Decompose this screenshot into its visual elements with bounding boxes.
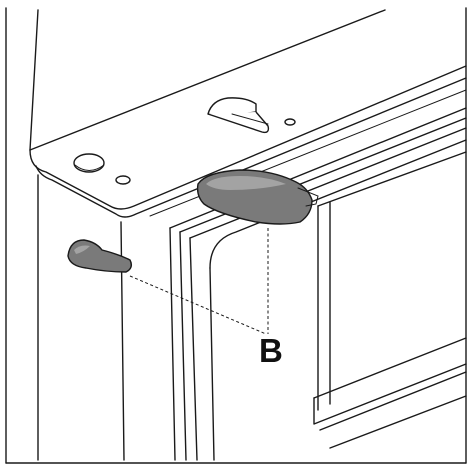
door-frame	[169, 107, 467, 461]
clip-part-large	[196, 169, 319, 225]
top-screw-small	[115, 175, 131, 185]
cabinet-border	[5, 7, 467, 464]
callout-leader-lines	[129, 228, 269, 335]
clip-part-small	[67, 239, 133, 273]
hinge-bracket	[207, 97, 296, 134]
bottom-shelf	[313, 337, 467, 449]
top-screw-large	[73, 153, 105, 173]
callout-label-b: B	[259, 332, 283, 369]
top-panel	[29, 9, 467, 218]
left-side-panel	[29, 9, 125, 461]
inner-cavity	[317, 151, 467, 411]
